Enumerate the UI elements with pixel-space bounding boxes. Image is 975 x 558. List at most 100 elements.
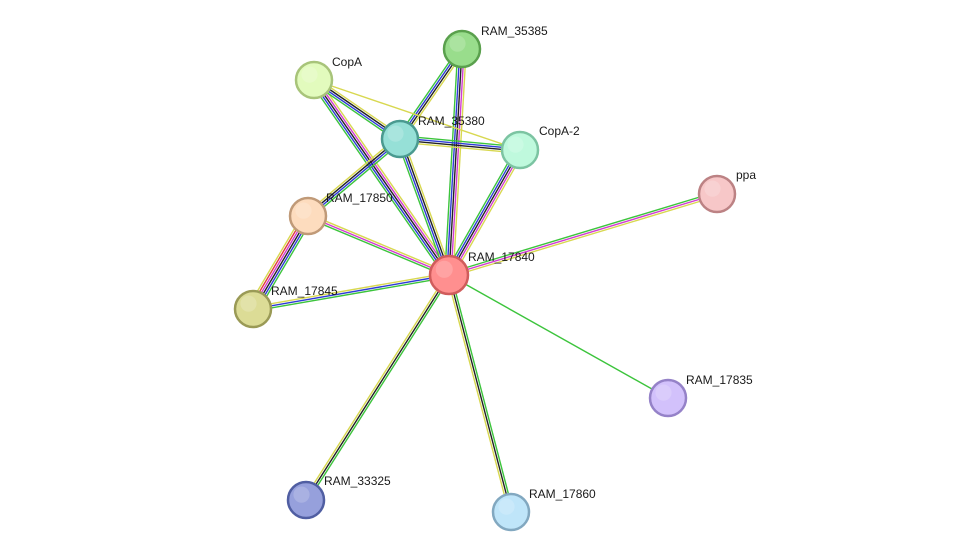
- edge-line-yellow: [402, 137, 453, 275]
- node-ram-35380[interactable]: RAM_35380: [380, 114, 485, 159]
- edge-line-yellow: [316, 77, 454, 274]
- node-label: CopA-2: [539, 124, 580, 138]
- edge-line-green: [400, 135, 521, 148]
- edge-line-black: [306, 137, 400, 216]
- edge-line-blue: [446, 148, 519, 275]
- node-highlight: [301, 66, 318, 83]
- edge-line-yellow: [252, 272, 449, 308]
- node-circle[interactable]: [648, 378, 688, 418]
- node-highlight: [293, 486, 310, 503]
- edge-ram-17840-ram-35385[interactable]: [444, 48, 467, 276]
- edge-line-green: [448, 274, 669, 399]
- edge-line-green: [253, 276, 450, 312]
- edge-line-magenta: [450, 49, 465, 276]
- edge-line-blue: [308, 139, 402, 218]
- edge-line-yellow: [305, 136, 399, 215]
- node-circle[interactable]: [288, 196, 328, 236]
- node-circle[interactable]: [286, 480, 326, 520]
- node-copa[interactable]: CopA: [294, 55, 362, 100]
- node-highlight: [449, 35, 466, 52]
- node-ram-17845[interactable]: RAM_17845: [233, 284, 338, 329]
- edge-line-yellow: [452, 49, 467, 276]
- node-ppa[interactable]: ppa: [697, 168, 756, 214]
- edge-line-magenta: [315, 78, 452, 275]
- edge-ram-17840-ram-17860[interactable]: [446, 274, 514, 513]
- node-label: RAM_17835: [686, 373, 753, 387]
- node-highlight: [655, 384, 672, 401]
- node-highlight: [498, 498, 515, 515]
- node-highlight: [704, 180, 721, 197]
- node-ram-33325[interactable]: RAM_33325: [286, 474, 391, 520]
- edge-line-green: [309, 140, 403, 219]
- edge-line-yellow: [308, 213, 451, 274]
- edge-line-blue: [252, 274, 450, 310]
- edge-line-green: [306, 217, 449, 278]
- node-ram-17860[interactable]: RAM_17860: [491, 487, 596, 532]
- edge-line-magenta: [307, 215, 450, 276]
- node-highlight: [435, 260, 453, 278]
- node-highlight: [295, 202, 312, 219]
- node-label: RAM_17840: [468, 250, 535, 264]
- edge-line-magenta: [450, 150, 523, 277]
- edge-ram-35380-copa-2[interactable]: [399, 135, 521, 154]
- node-highlight: [387, 125, 404, 142]
- node-label: RAM_33325: [324, 474, 391, 488]
- edge-line-yellow: [399, 141, 520, 154]
- edge-line-blue: [398, 139, 449, 276]
- node-ram-17850[interactable]: RAM_17850: [288, 191, 393, 236]
- edge-line-black: [313, 79, 450, 276]
- edge-ram-17840-ppa[interactable]: [448, 191, 718, 278]
- node-circle[interactable]: [500, 130, 540, 170]
- edge-ram-17840-ram-17835[interactable]: [448, 274, 669, 399]
- edge-ram-17840-ram-17845[interactable]: [252, 272, 450, 312]
- edge-line-blue: [311, 80, 448, 277]
- edge-line-yellow: [452, 151, 525, 278]
- node-label: ppa: [736, 168, 756, 182]
- node-circle[interactable]: [294, 60, 334, 100]
- edge-ram-17840-copa[interactable]: [309, 77, 454, 278]
- edge-line-yellow: [449, 195, 718, 278]
- edge-line-yellow: [303, 273, 448, 500]
- edge-line-green: [396, 139, 447, 277]
- edge-line-black: [305, 274, 450, 501]
- edge-line-green: [444, 147, 517, 274]
- node-copa-2[interactable]: CopA-2: [500, 124, 580, 170]
- edge-line-blue: [446, 48, 461, 275]
- edge-line-yellow: [446, 275, 510, 513]
- edge-ram-17840-ram-35380[interactable]: [396, 137, 453, 277]
- node-label: RAM_17860: [529, 487, 596, 501]
- edge-line-green: [309, 81, 447, 278]
- node-ram-35385[interactable]: RAM_35385: [442, 24, 548, 69]
- node-label: RAM_35385: [481, 24, 548, 38]
- edge-line-black: [399, 139, 520, 152]
- edge-line-green: [444, 48, 459, 275]
- edge-line-black: [448, 149, 521, 276]
- edge-ram-17840-ram-17850[interactable]: [306, 213, 451, 278]
- node-ram-17840[interactable]: RAM_17840: [428, 250, 535, 296]
- node-circle[interactable]: [380, 119, 420, 159]
- edge-line-green: [448, 191, 717, 274]
- edge-line-black: [448, 48, 463, 276]
- node-highlight: [507, 136, 524, 153]
- edge-line-yellow: [313, 79, 521, 151]
- node-label: CopA: [332, 55, 362, 69]
- edge-ram-17840-ram-33325[interactable]: [303, 273, 452, 502]
- node-circle[interactable]: [428, 254, 470, 296]
- node-label: RAM_17850: [326, 191, 393, 205]
- edge-copa-copa-2[interactable]: [313, 79, 521, 151]
- node-circle[interactable]: [442, 29, 482, 69]
- edge-line-green: [307, 275, 452, 502]
- node-circle[interactable]: [233, 289, 273, 329]
- node-label: RAM_17845: [271, 284, 338, 298]
- node-ram-17835[interactable]: RAM_17835: [648, 373, 753, 418]
- node-highlight: [240, 295, 257, 312]
- edge-line-green: [450, 274, 514, 512]
- edge-line-black: [400, 138, 451, 275]
- node-circle[interactable]: [491, 492, 531, 532]
- edge-ram-35380-ram-17850[interactable]: [305, 136, 403, 219]
- edge-ram-17840-copa-2[interactable]: [444, 147, 525, 278]
- edge-line-magenta: [448, 193, 718, 276]
- node-circle[interactable]: [697, 174, 737, 214]
